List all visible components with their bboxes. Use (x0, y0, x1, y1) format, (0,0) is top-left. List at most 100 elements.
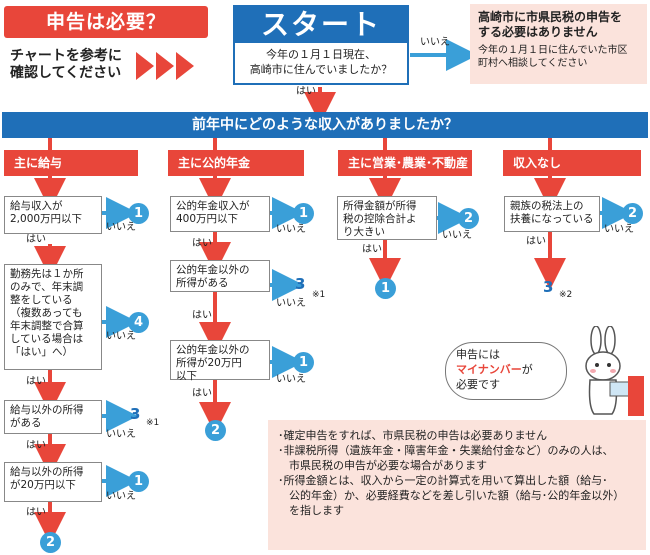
question-line: 所得が20万円 (176, 357, 242, 369)
question-line: 「はい」へ） (10, 346, 73, 358)
question-line: 以下 (176, 370, 197, 382)
rabbit-mascot-icon (585, 326, 644, 416)
no-label: いいえ (106, 222, 136, 233)
question-line: 給与以外の所得 (10, 466, 84, 478)
page-title: 申告は必要？ (4, 6, 208, 38)
result-circle: 2 (205, 420, 226, 441)
question-line: 扶養になっている (510, 213, 594, 225)
result-number: 3 (295, 275, 306, 293)
question-line: が20万円以下 (10, 479, 76, 491)
question-box: 給与以外の所得 が20万円以下 (4, 462, 102, 502)
question-box: 公的年金以外の 所得が20万円 以下 (170, 340, 270, 382)
notes-box: ･確定申告をすれば、市県民税の申告は必要ありません ･非課税所得（遺族年金・障害… (268, 420, 646, 550)
no-label: いいえ (276, 224, 306, 235)
category-salary: 主に給与 (4, 150, 138, 176)
intro-line: 確認してください (10, 65, 122, 81)
question-banner: 前年中にどのような収入がありましたか？ (2, 112, 648, 138)
start-box: スタート 今年の１月１日現在、 高崎市に住んでいましたか？ (233, 5, 409, 85)
note-mark: ※1 (146, 418, 160, 428)
no-path-note: 高崎市に市県民税の申告を する必要はありません 今年の１月１日に住んでいた市区 … (470, 4, 647, 84)
bubble-line: マイナンバーが (456, 362, 556, 377)
start-yes-label: はい (296, 86, 316, 97)
no-label: いいえ (106, 491, 136, 502)
question-line: 所得がある (176, 277, 229, 289)
question-line: がある (10, 417, 42, 429)
result-number: 3 (543, 278, 554, 296)
question-line: （複数あっても (10, 307, 83, 319)
no-label: いいえ (106, 429, 136, 440)
note-line: ･所得金額とは、収入から一定の計算式を用いて算出した額（給与･ (278, 474, 608, 487)
note-mark: ※1 (312, 290, 326, 300)
result-circle: 2 (622, 203, 643, 224)
yes-label: はい (26, 507, 46, 518)
result-circle: 1 (375, 278, 396, 299)
intro-line: チャートを参考に (10, 48, 122, 64)
question-box: 親族の税法上の 扶養になっている (504, 196, 600, 232)
no-label: いいえ (276, 298, 306, 309)
question-box: 給与以外の所得 がある (4, 400, 102, 434)
category-business: 主に営業･農業･不動産 (338, 150, 472, 176)
question-line: 給与収入が (10, 200, 63, 212)
bubble-line: 申告には (456, 348, 500, 361)
no-label: いいえ (604, 224, 634, 235)
start-no-label: いいえ (420, 37, 450, 48)
result-circle: 1 (128, 203, 149, 224)
result-circle: 1 (293, 203, 314, 224)
note-line: ･非課税所得（遺族年金・障害年金・失業給付金など）のみの人は、 (278, 444, 614, 457)
category-pension: 主に公的年金 (168, 150, 304, 176)
yes-label: はい (526, 236, 546, 247)
no-path-detail: 今年の１月１日に住んでいた市区 町村へ相談してください (478, 44, 639, 70)
question-box: 給与収入が 2,000万円以下 (4, 196, 102, 234)
note-line: ･確定申告をすれば、市県民税の申告は必要ありません (278, 429, 548, 442)
start-label: スタート (235, 7, 407, 43)
note-mark: ※2 (559, 290, 573, 300)
result-circle: 4 (128, 312, 149, 333)
question-line: 整をしている (10, 294, 73, 306)
question-line: のみで、年末調 (10, 281, 84, 293)
question-line: 勤務先は１か所 (10, 268, 84, 280)
bubble-line: 必要です (456, 378, 500, 391)
question-line: 公的年金以外の (176, 344, 250, 356)
bubble-suffix: が (521, 363, 533, 376)
no-path-title-line: する必要はありません (478, 25, 598, 39)
yes-label: はい (362, 244, 382, 255)
result-number: 3 (130, 405, 141, 423)
yes-label: はい (26, 440, 46, 451)
question-line: 年末調整で合算 (10, 320, 84, 332)
question-box: 所得金額が所得 税の控除合計よ り大きい (337, 196, 437, 240)
yes-label: はい (26, 234, 46, 245)
yes-label: はい (192, 388, 212, 399)
note-line: を指します (278, 504, 344, 517)
no-label: いいえ (276, 374, 306, 385)
result-circle: 2 (40, 532, 61, 553)
question-line: 所得金額が所得 (343, 200, 417, 212)
result-circle: 1 (128, 471, 149, 492)
mynumber-bubble: 申告には マイナンバーが 必要です (445, 342, 567, 400)
start-question: 今年の１月１日現在、 高崎市に住んでいましたか？ (239, 47, 403, 77)
question-box: 公的年金収入が 400万円以下 (170, 196, 270, 232)
question-line: り大きい (343, 226, 385, 238)
start-question-line: 今年の１月１日現在、 (266, 48, 376, 61)
no-label: いいえ (442, 230, 472, 241)
note-line: 市県民税の申告が必要な場合があります (278, 459, 487, 472)
category-no-income: 収入なし (503, 150, 641, 176)
yes-label: はい (26, 376, 46, 387)
no-path-detail-line: 今年の１月１日に住んでいた市区 (478, 45, 628, 56)
question-box: 勤務先は１か所 のみで、年末調 整をしている （複数あっても 年末調整で合算 し… (4, 264, 102, 370)
question-line: している場合は (10, 333, 84, 345)
yes-label: はい (192, 238, 212, 249)
question-line: 親族の税法上の (510, 200, 584, 212)
question-line: 税の控除合計よ (343, 213, 417, 225)
result-circle: 1 (293, 352, 314, 373)
no-path-title: 高崎市に市県民税の申告を する必要はありません (478, 10, 639, 40)
triangle-arrow-icon (136, 52, 194, 80)
no-label: いいえ (106, 331, 136, 342)
start-question-line: 高崎市に住んでいましたか？ (249, 63, 393, 76)
no-path-title-line: 高崎市に市県民税の申告を (478, 10, 623, 24)
yes-label: はい (192, 310, 212, 321)
mynumber-highlight: マイナンバー (456, 363, 522, 376)
question-line: 公的年金以外の (176, 264, 250, 276)
question-box: 公的年金以外の 所得がある (170, 260, 270, 292)
intro-text: チャートを参考に 確認してください (10, 48, 140, 82)
